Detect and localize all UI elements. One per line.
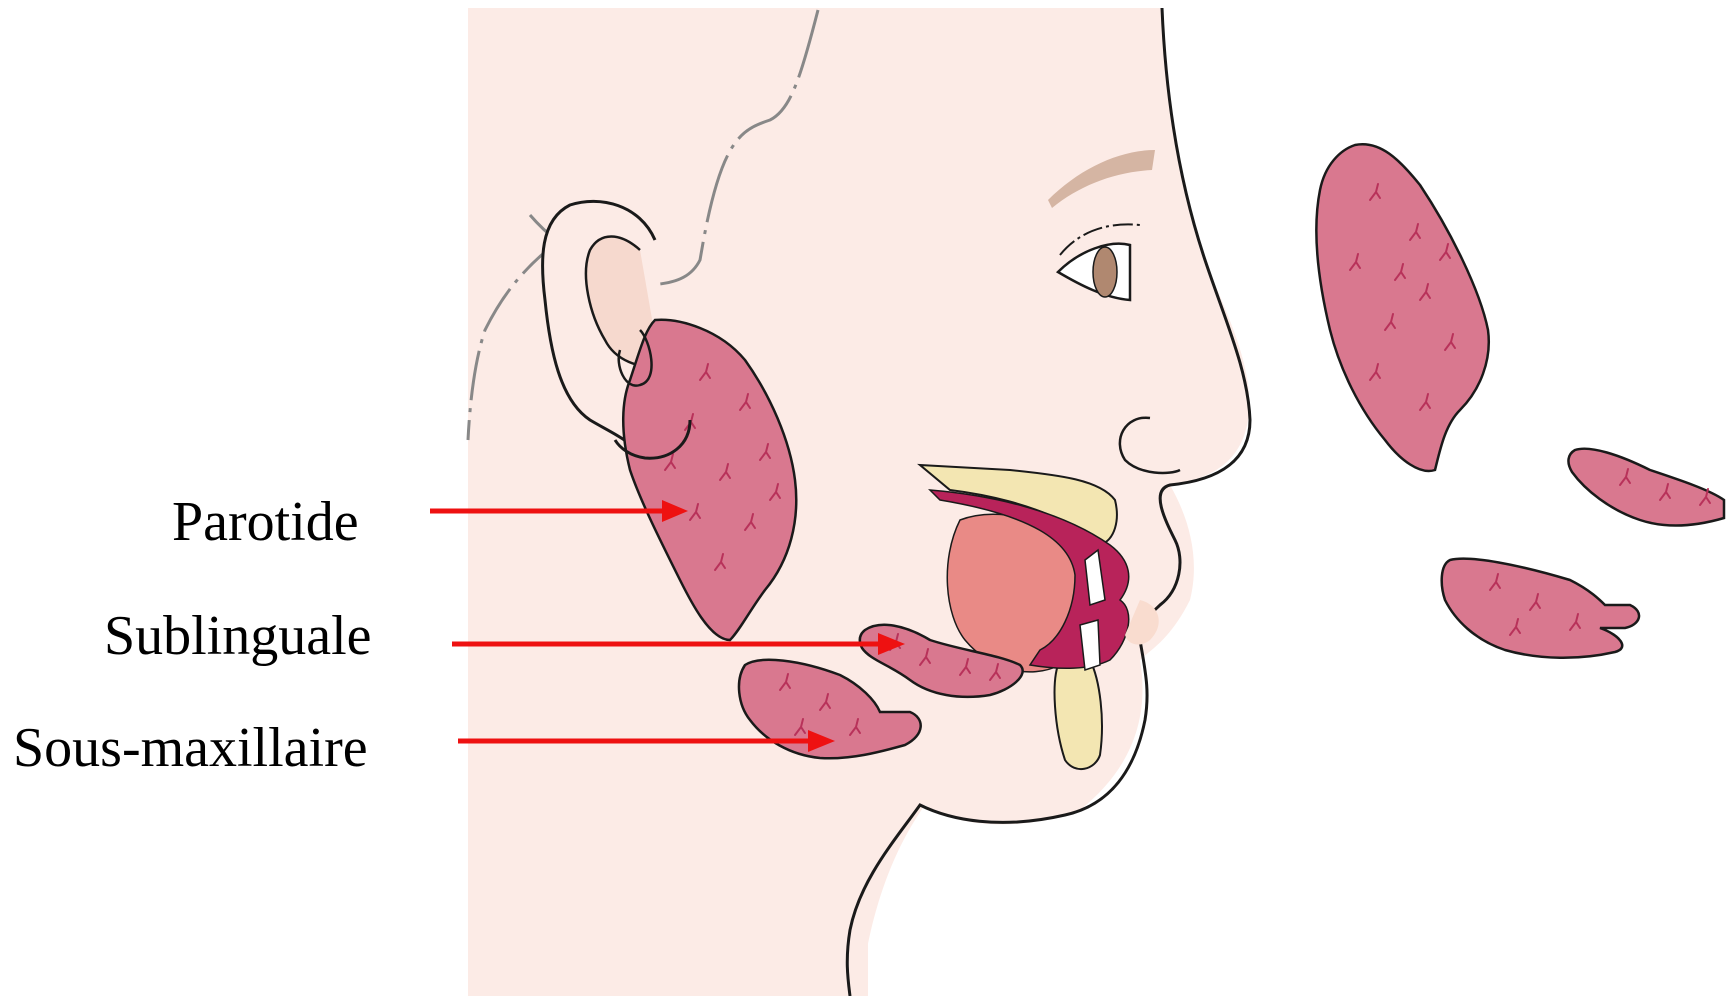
label-sublinguale: Sublinguale: [104, 608, 372, 664]
sublingual-gland-detached: [1568, 449, 1724, 526]
parotid-gland-detached: [1316, 144, 1488, 471]
label-parotide: Parotide: [172, 494, 359, 550]
submandibular-gland-detached: [1442, 559, 1639, 658]
iris: [1093, 247, 1117, 297]
label-sous-maxillaire: Sous-maxillaire: [13, 720, 368, 776]
